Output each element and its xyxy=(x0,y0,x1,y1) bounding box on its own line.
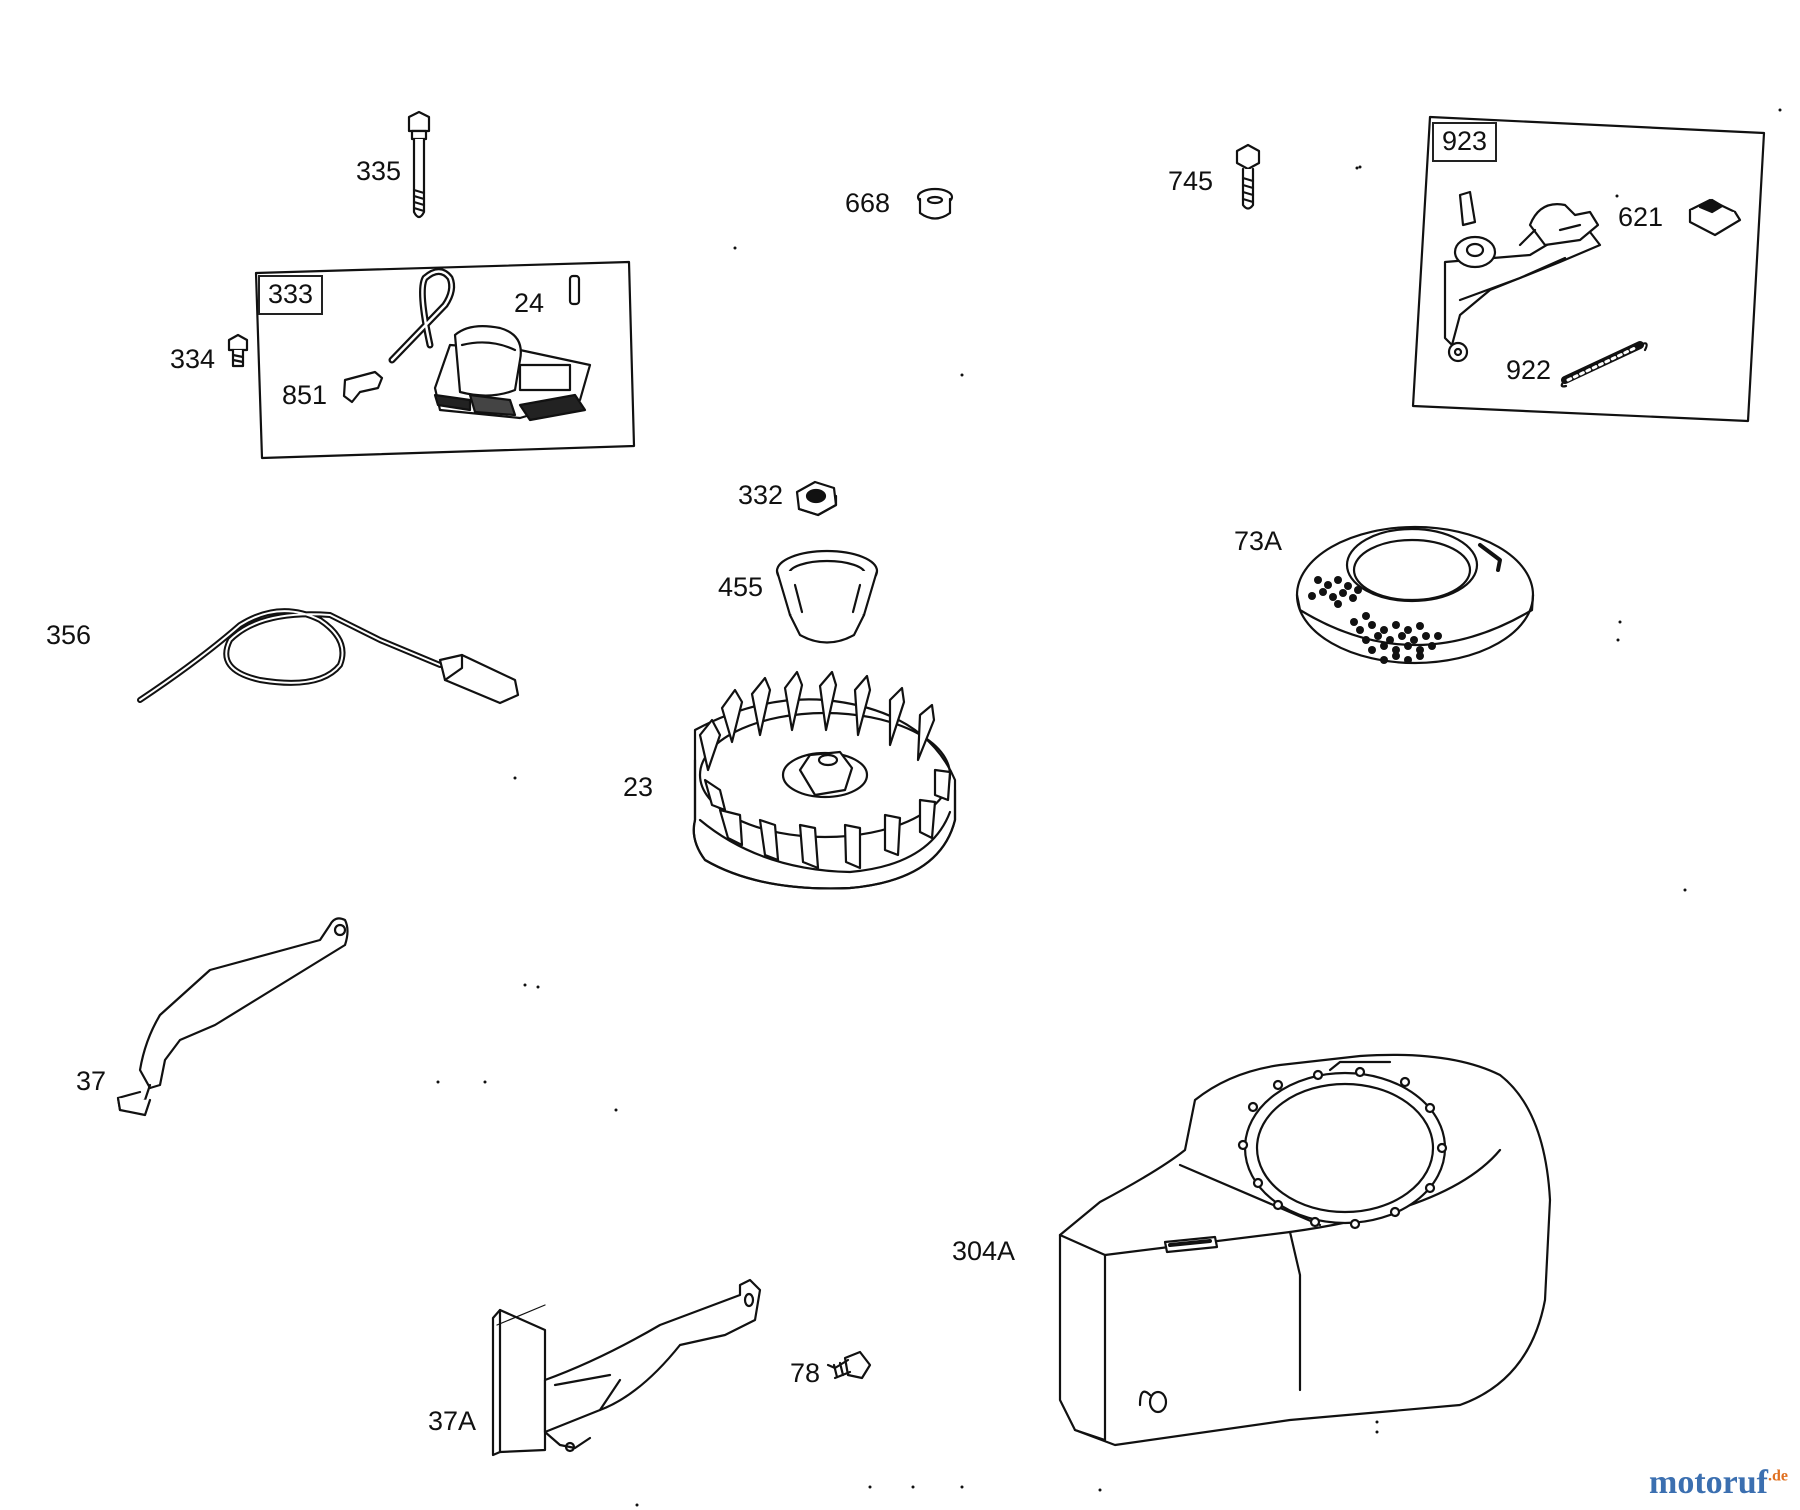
label-23: 23 xyxy=(623,772,654,802)
label-851: 851 xyxy=(282,380,328,410)
label-621: 621 xyxy=(1618,202,1664,232)
label-668: 668 xyxy=(845,188,891,218)
label-24: 24 xyxy=(514,288,545,318)
label-304A: 304A xyxy=(952,1236,1016,1266)
label-332: 332 xyxy=(738,480,784,510)
part-668-grommet xyxy=(916,187,954,220)
label-37A: 37A xyxy=(428,1406,477,1436)
scan-specks xyxy=(436,108,1782,1507)
watermark-suffix: .de xyxy=(1768,1467,1788,1485)
part-78-bolt xyxy=(826,1350,872,1380)
scan-stroke xyxy=(496,1304,546,1326)
part-23-flywheel xyxy=(692,670,957,890)
part-455-cup xyxy=(775,549,879,644)
label-335: 335 xyxy=(356,156,402,186)
part-333-box xyxy=(254,260,636,460)
label-922: 922 xyxy=(1506,355,1552,385)
label-455: 455 xyxy=(718,572,764,602)
label-356: 356 xyxy=(46,620,92,650)
part-356-wire xyxy=(137,608,520,705)
label-745: 745 xyxy=(1168,166,1214,196)
part-37A-bracket xyxy=(491,1278,762,1457)
part-304A-housing xyxy=(1058,1053,1552,1447)
part-37-bracket xyxy=(116,917,349,1117)
part-334-screw xyxy=(227,333,249,368)
label-78: 78 xyxy=(790,1358,821,1388)
part-332-nut xyxy=(795,480,838,517)
part-923-box xyxy=(1411,115,1766,423)
part-73A-screen xyxy=(1295,525,1535,665)
label-334: 334 xyxy=(170,344,216,374)
part-745-bolt xyxy=(1235,143,1261,210)
label-37: 37 xyxy=(76,1066,107,1096)
watermark-logo: motoruf.de xyxy=(1649,1464,1788,1502)
watermark-text: motoruf xyxy=(1649,1464,1768,1501)
part-335-bolt xyxy=(407,110,431,219)
label-333: 333 xyxy=(258,275,324,315)
label-73A: 73A xyxy=(1234,526,1283,556)
label-923: 923 xyxy=(1432,122,1498,162)
